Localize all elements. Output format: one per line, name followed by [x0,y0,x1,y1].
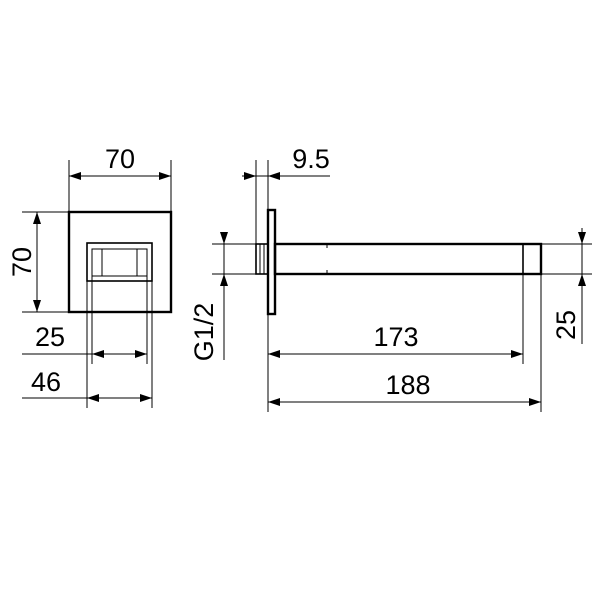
dimension-thread [212,232,256,360]
dimension-spout-173 [267,274,524,412]
front-view [67,210,173,314]
dimension-width-70 [68,160,172,212]
dimension-height-70 [22,211,69,313]
thread-label: G1/2 [189,303,219,362]
width-label: 70 [105,144,135,174]
dimension-total-188 [268,274,542,412]
thread-connector [255,243,269,275]
square-plate-outline [67,210,173,314]
dimension-spout-height-25 [541,228,592,344]
dimension-inner-25 [22,276,148,364]
spout-outlet-outer [86,242,153,282]
dimension-overall-46 [22,281,153,408]
inner-width-label: 25 [35,322,65,352]
spout-height-label: 25 [551,310,581,340]
overall-label: 46 [31,367,61,397]
dimension-flange-9-5 [242,160,330,244]
spout-body [273,242,543,276]
total-length-label: 188 [385,370,430,400]
spout-length-label: 173 [373,322,418,352]
flange-label: 9.5 [292,144,330,174]
spout-outlet-inner [91,248,148,277]
side-view [255,208,543,316]
height-label: 70 [7,247,37,277]
